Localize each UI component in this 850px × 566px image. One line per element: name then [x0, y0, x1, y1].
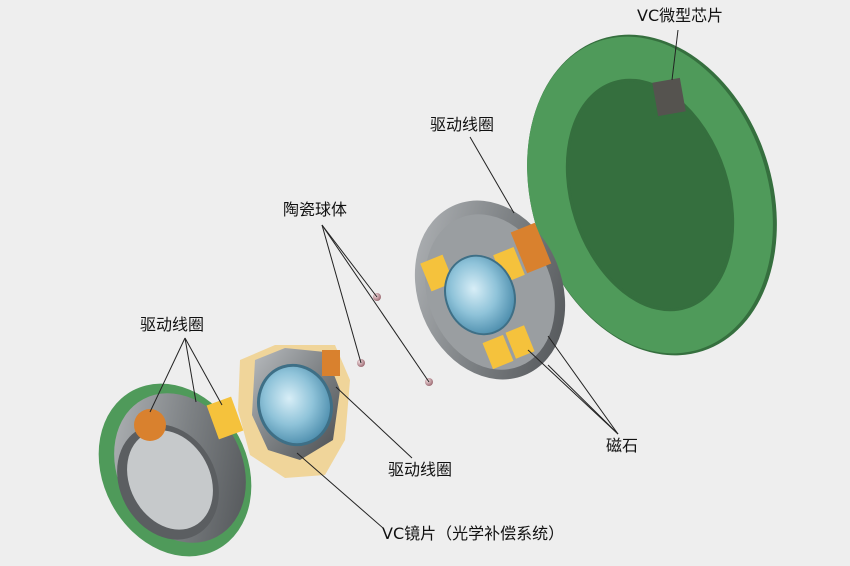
label-drive-coil-mid: 驱动线圈 [388, 460, 453, 479]
coil-block [510, 222, 552, 274]
lens-element [257, 363, 333, 447]
middle-assembly [238, 345, 350, 478]
label-vc-chip: VC微型芯片 [637, 6, 724, 25]
label-ceramic-balls: 陶瓷球体 [283, 200, 348, 219]
right-assembly [414, 200, 566, 380]
magnet-block [482, 334, 514, 370]
label-vc-lens: VC镜片（光学补偿系统） [382, 524, 565, 543]
label-drive-coil-left: 驱动线圈 [140, 315, 205, 334]
coil-cylinder [134, 409, 166, 441]
vc-chip [652, 77, 686, 117]
label-drive-coil-top: 驱动线圈 [430, 115, 495, 134]
label-magnet: 磁石 [606, 436, 639, 455]
lens-element [444, 254, 516, 336]
leader-lines [149, 29, 679, 529]
pcb-ring [527, 34, 777, 356]
left-assembly [98, 383, 252, 557]
coil-block [322, 350, 340, 376]
magnet-block [206, 396, 244, 440]
magnet-block [505, 325, 535, 359]
